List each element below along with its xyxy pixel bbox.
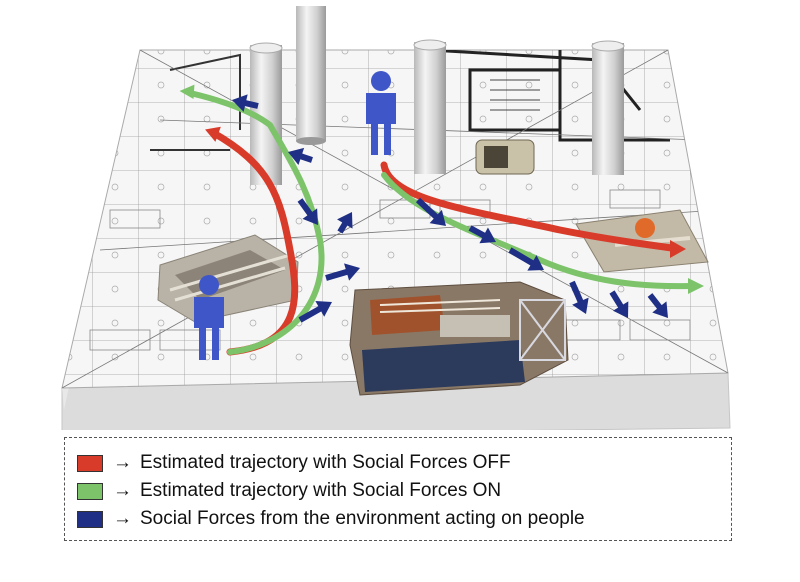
social-force-arrow-head	[302, 208, 318, 225]
legend-label: Estimated trajectory with Social Forces …	[140, 480, 502, 501]
social-force-arrow-head	[527, 255, 544, 271]
legend-item-social-forces: → Social Forces from the environment act…	[77, 506, 585, 532]
social-force-arrow-head	[479, 227, 496, 244]
arrow-right-icon: →	[113, 480, 132, 501]
legend-item-forces-off: → Estimated trajectory with Social Force…	[77, 450, 511, 476]
arrow-right-icon: →	[113, 508, 132, 529]
social-force-arrow-head	[612, 301, 629, 318]
legend-swatch-green	[77, 482, 103, 500]
social-force-arrow-head	[429, 209, 446, 226]
legend-label: Estimated trajectory with Social Forces …	[140, 452, 511, 473]
legend-box: → Estimated trajectory with Social Force…	[64, 437, 732, 541]
legend-swatch-red	[77, 454, 103, 472]
social-force-arrow-head	[315, 301, 332, 317]
person-bottom	[194, 275, 224, 360]
machine-object	[475, 139, 535, 175]
social-force-arrows	[232, 94, 668, 323]
social-force-arrow-head	[232, 94, 248, 112]
legend-swatch-blue	[77, 510, 103, 528]
social-force-arrow-head	[288, 147, 305, 165]
legend-item-forces-on: → Estimated trajectory with Social Force…	[77, 478, 501, 504]
social-force-arrow-head	[337, 212, 353, 229]
social-force-arrow-head	[344, 263, 360, 281]
social-force-arrow-head	[572, 297, 589, 314]
person-top	[366, 71, 396, 155]
legend-label: Social Forces from the environment actin…	[140, 508, 585, 529]
social-force-arrow-head	[652, 301, 668, 318]
construction-site-scene	[61, 6, 731, 430]
scaffolding-materials	[349, 281, 569, 396]
arrow-right-icon: →	[113, 452, 132, 473]
